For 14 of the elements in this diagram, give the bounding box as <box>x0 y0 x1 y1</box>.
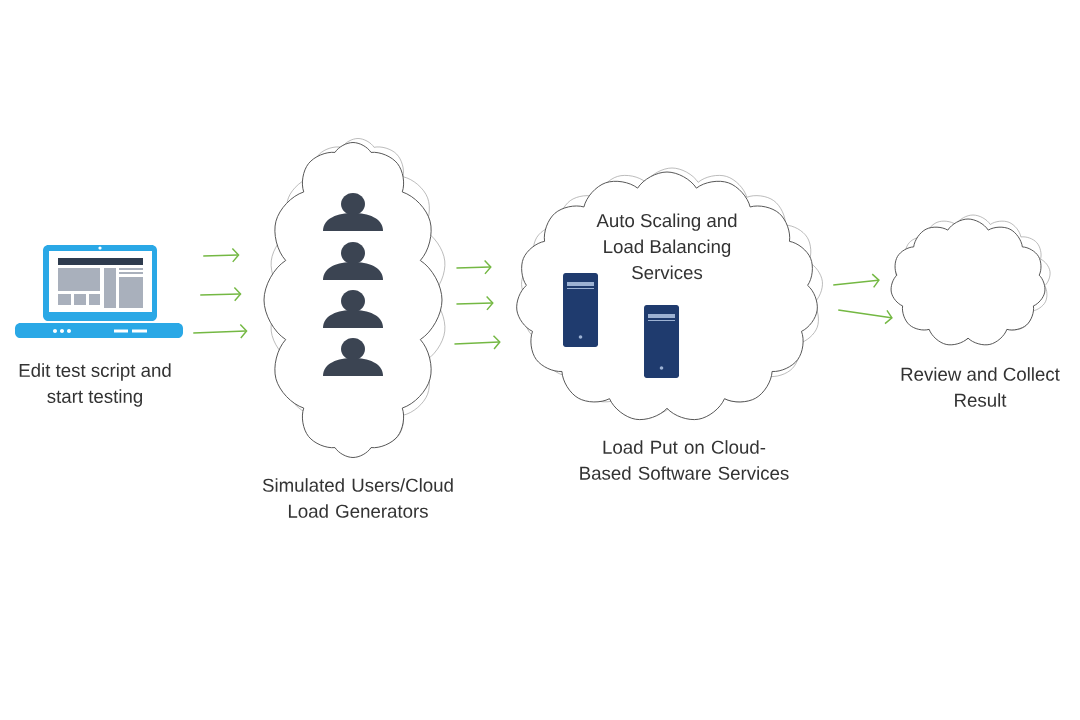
node-caption: Load Put on Cloud-Based Software Services <box>580 440 789 480</box>
arrow <box>837 309 893 325</box>
node-caption: Simulated Users/Cloud Load Generators <box>262 478 453 518</box>
arrow <box>832 273 880 289</box>
cloud <box>890 214 1051 346</box>
laptop-picture <box>15 245 183 338</box>
cloud: Auto Scaling and Load Balancing Services <box>516 167 823 421</box>
arrow <box>453 334 501 350</box>
arrow <box>192 323 248 339</box>
arrow <box>455 259 492 275</box>
node-caption: Review and Collect Result <box>901 367 1060 407</box>
arrow <box>455 295 494 311</box>
arrow <box>202 247 240 263</box>
node-caption: Edit test script and start testing <box>19 363 171 407</box>
